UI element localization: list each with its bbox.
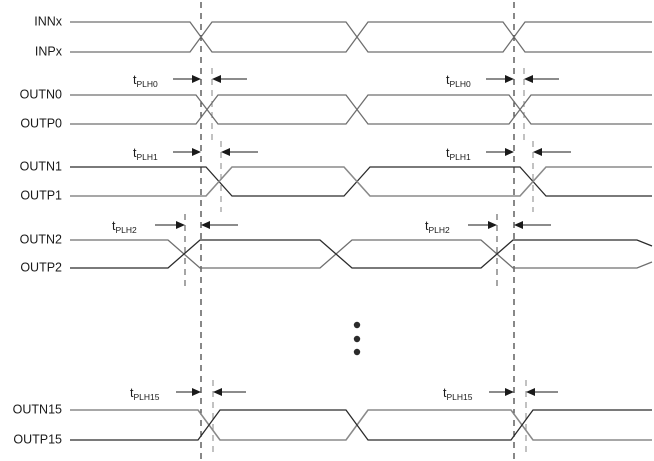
signal-label-outn0: OUTN0: [20, 87, 62, 101]
waveform-pair-out0: [70, 94, 652, 125]
measurement-label-tplh1-left: tPLH1: [133, 146, 158, 162]
waveform-pair-out2: [70, 239, 653, 269]
ellipsis-dot: [353, 335, 361, 343]
measurement-label-tplh0-right: tPLH0: [446, 73, 471, 89]
signal-label-innx: INNx: [34, 14, 63, 28]
waveform-outp1: [70, 166, 652, 197]
measurement-label-tplh1-right: tPLH1: [446, 146, 471, 162]
reference-lines-group: [184, 2, 534, 459]
waveform-outp2: [70, 239, 653, 269]
waveform-outn15: [70, 409, 652, 441]
waveform-pair-out15: [70, 409, 652, 441]
waveform-pair-in: [70, 21, 652, 53]
arrow-tplh1-left: [173, 148, 258, 156]
ellipsis-dot: [353, 348, 361, 356]
waveform-innx: [70, 21, 652, 53]
arrow-tplh0-right: [486, 75, 559, 83]
signal-label-outn1: OUTN1: [20, 159, 62, 173]
signal-label-inpx: INPx: [35, 44, 63, 58]
measurement-labels-group: tPLH0 tPLH1 tPLH2 tPLH15 tPLH0 tPLH1 tPL…: [112, 73, 473, 402]
measurement-label-tplh0-left: tPLH0: [133, 73, 158, 89]
measurement-label-tplh15-right: tPLH15: [443, 386, 473, 402]
measurement-label-tplh15-left: tPLH15: [130, 386, 160, 402]
ellipsis-dot: [353, 321, 361, 329]
waveform-pair-out1: [70, 166, 652, 197]
signal-labels-group: INNx INPx OUTN0 OUTP0 OUTN1 OUTP1 OUTN2 …: [13, 14, 63, 446]
arrow-tplh0-left: [173, 75, 247, 83]
waveform-inpx: [70, 21, 652, 53]
signal-label-outp2: OUTP2: [20, 260, 62, 274]
arrow-tplh2-right: [468, 221, 551, 229]
measurement-label-tplh2-right: tPLH2: [425, 219, 450, 235]
signal-label-outn2: OUTN2: [20, 232, 62, 246]
waveform-outn0: [70, 94, 652, 125]
signal-label-outp0: OUTP0: [20, 116, 62, 130]
measurement-label-tplh2-left: tPLH2: [112, 219, 137, 235]
waveform-outp15: [70, 409, 652, 441]
waveform-outn1: [70, 166, 652, 197]
arrow-tplh15-right: [489, 388, 558, 396]
signal-label-outn15: OUTN15: [13, 402, 62, 416]
waveform-outn2: [70, 239, 653, 269]
arrow-tplh15-left: [176, 388, 246, 396]
waveform-outp0: [70, 94, 652, 125]
ellipsis-dots: [353, 321, 361, 356]
measurement-arrows-group: [155, 75, 571, 396]
signal-label-outp1: OUTP1: [20, 188, 62, 202]
signal-label-outp15: OUTP15: [13, 432, 62, 446]
arrow-tplh1-right: [486, 148, 571, 156]
arrow-tplh2-left: [155, 221, 238, 229]
